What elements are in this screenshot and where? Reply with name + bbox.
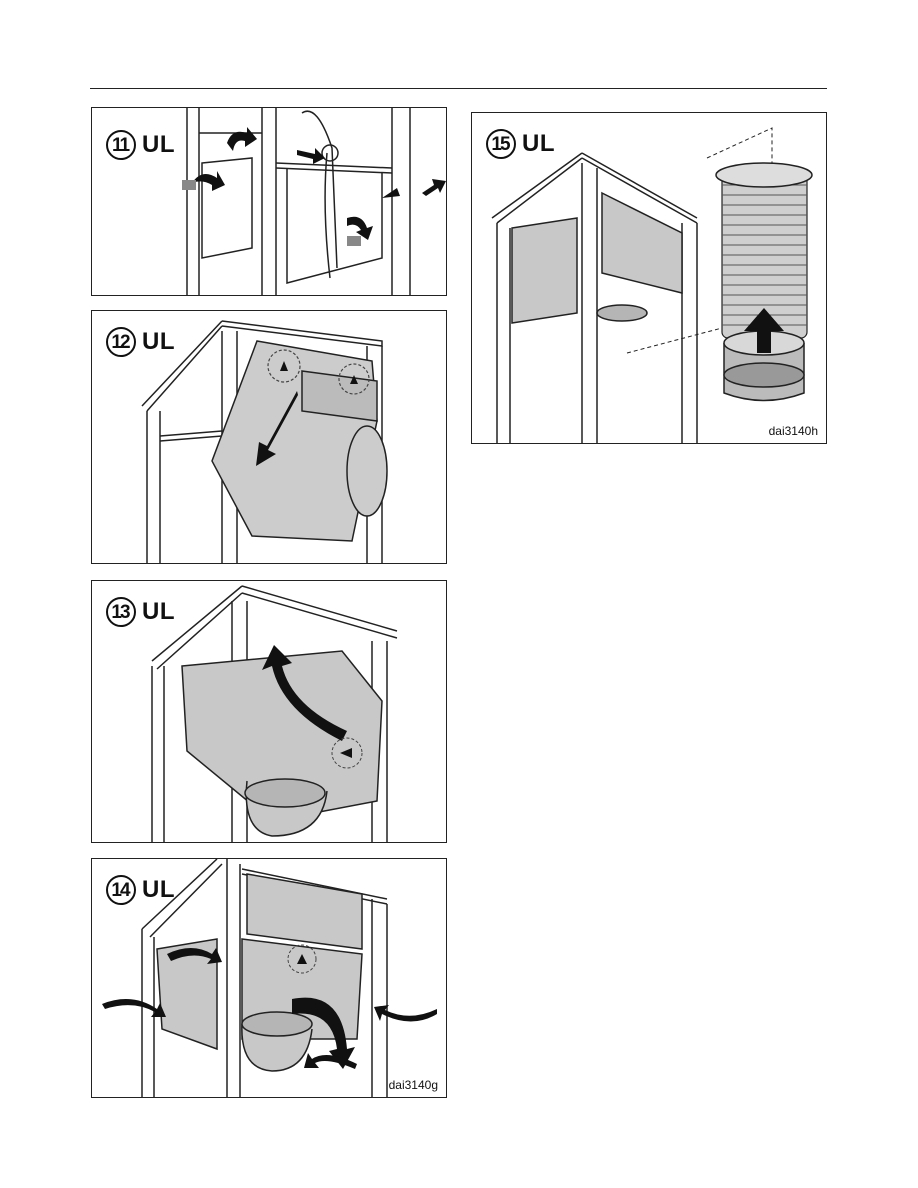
figure-step-15: 15 UL dai3140h xyxy=(471,112,827,444)
arrow-icon xyxy=(102,999,166,1017)
step-label: 14 UL xyxy=(106,875,175,905)
arrow-icon xyxy=(227,127,257,151)
arrow-icon xyxy=(374,1005,437,1022)
ul-label: UL xyxy=(142,328,175,356)
step-label: 15 UL xyxy=(486,129,555,159)
ul-label: UL xyxy=(522,130,555,158)
step-number: 12 xyxy=(106,327,136,357)
ul-label: UL xyxy=(142,876,175,904)
step-label: 11 UL xyxy=(106,130,175,160)
figure-step-14: 14 UL dai3140g xyxy=(91,858,447,1098)
flexible-duct-illustration xyxy=(472,113,827,444)
step-number: 13 xyxy=(106,597,136,627)
figure-step-13: 13 UL xyxy=(91,580,447,843)
step-label: 12 UL xyxy=(106,327,175,357)
figure-code: dai3140h xyxy=(769,424,818,438)
arrow-icon xyxy=(297,148,325,164)
figure-step-12: 12 UL xyxy=(91,310,447,564)
step-number: 14 xyxy=(106,875,136,905)
step-label: 13 UL xyxy=(106,597,175,627)
arrow-icon xyxy=(382,188,400,198)
header-rule xyxy=(90,88,827,89)
arrow-icon xyxy=(192,171,225,191)
step-number: 15 xyxy=(486,129,516,159)
ul-label: UL xyxy=(142,131,175,159)
arrow-icon xyxy=(422,179,446,196)
step-number: 11 xyxy=(106,130,136,160)
figure-code: dai3140g xyxy=(389,1078,438,1092)
figure-step-11: 11 UL xyxy=(91,107,447,296)
ul-label: UL xyxy=(142,598,175,626)
